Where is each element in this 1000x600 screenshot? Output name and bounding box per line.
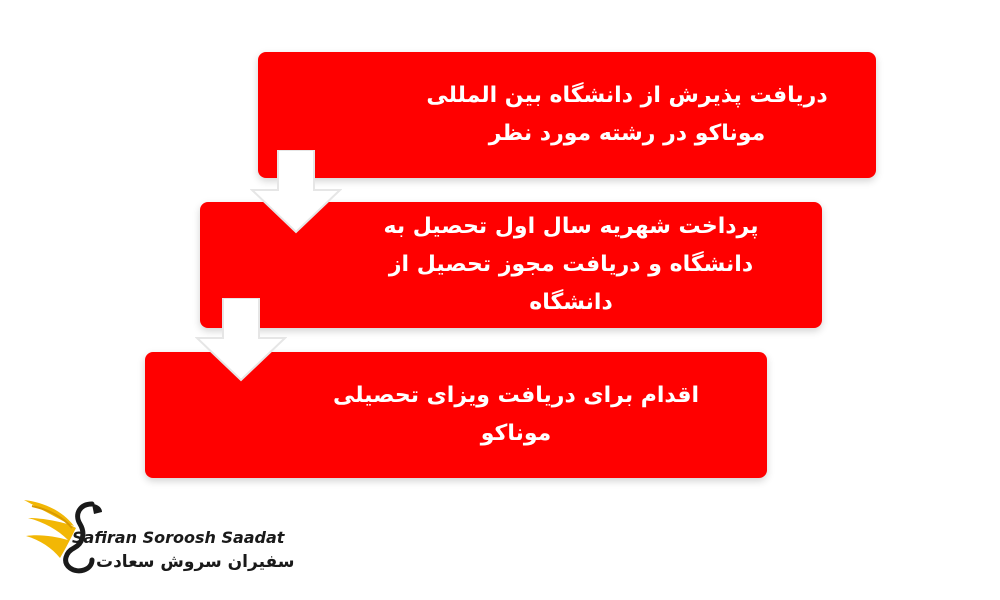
down-arrow-icon [250, 150, 342, 234]
step-box-1: دریافت پذیرش از دانشگاه بین المللی موناک… [258, 52, 876, 178]
brand-name-persian: سفیران سروش سعادت [96, 552, 295, 572]
step-1-text: دریافت پذیرش از دانشگاه بین المللی موناک… [426, 83, 828, 146]
brand-logo [24, 500, 102, 574]
step-3-text: اقدام برای دریافت ویزای تحصیلی موناکو [332, 383, 700, 446]
wing-icon [24, 500, 76, 558]
down-arrow-icon [195, 298, 287, 382]
step-2-text: پرداخت شهریه سال اول تحصیل به دانشگاه و … [383, 214, 759, 315]
swan-icon [63, 501, 102, 574]
brand-name-english: Safiran Soroosh Saadat [72, 528, 285, 547]
